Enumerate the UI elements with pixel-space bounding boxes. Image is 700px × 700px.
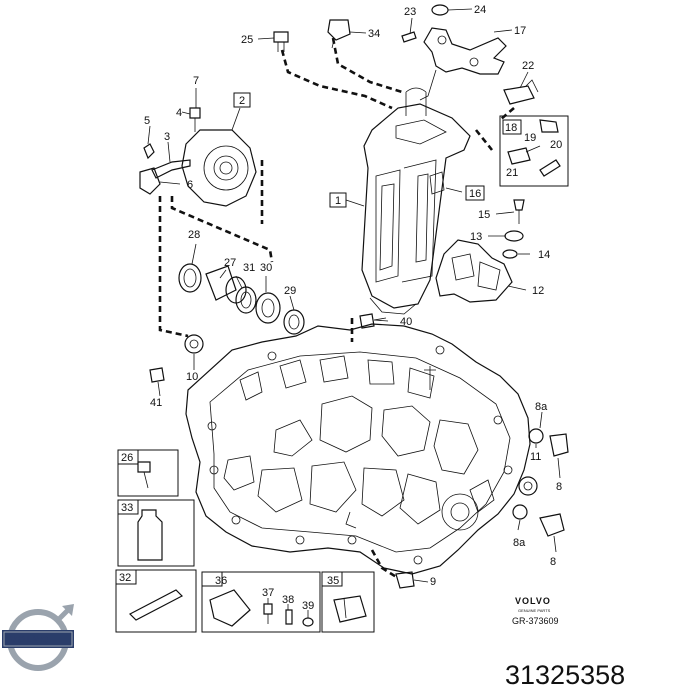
callout-6: 6 xyxy=(187,179,193,191)
callout-16: 16 xyxy=(469,188,481,200)
callout-37: 37 xyxy=(262,587,274,599)
callout-18: 18 xyxy=(505,122,517,134)
callout-26: 26 xyxy=(121,452,133,464)
callout-36: 36 xyxy=(215,575,227,587)
callout-8a-bottom: 8a xyxy=(513,537,526,549)
transmission-housing xyxy=(185,323,531,575)
callout-40: 40 xyxy=(400,316,412,328)
routing-lines xyxy=(158,37,515,580)
callout-8-upper: 8 xyxy=(556,481,562,493)
callout-34: 34 xyxy=(368,28,380,40)
callout-41: 41 xyxy=(150,397,162,409)
callout-1: 1 xyxy=(335,195,341,207)
brand-sub: GENUINE PARTS xyxy=(518,608,551,613)
callout-2: 2 xyxy=(239,95,245,107)
callout-39: 39 xyxy=(302,600,314,612)
shift-tower xyxy=(361,87,471,315)
logo-text: VOLVO xyxy=(10,635,49,646)
parts-plugs xyxy=(395,428,569,589)
parts-rings xyxy=(178,263,305,354)
callout-9: 9 xyxy=(430,576,436,588)
callout-8a-top: 8a xyxy=(535,401,548,413)
callout-35: 35 xyxy=(327,575,339,587)
parts-left-top xyxy=(139,107,257,207)
callout-26-box xyxy=(117,449,139,465)
callout-18-box xyxy=(502,119,522,135)
parts-bolts xyxy=(149,313,387,397)
callout-3: 3 xyxy=(164,131,170,143)
callout-27: 27 xyxy=(224,257,236,269)
callout-32: 32 xyxy=(119,572,131,584)
callout-19: 19 xyxy=(524,132,536,144)
part-number: 31325358 xyxy=(505,660,625,690)
callout-25: 25 xyxy=(241,34,253,46)
callout-2-box xyxy=(233,92,251,108)
callout-33-box xyxy=(117,499,139,515)
callout-labels: 25 34 23 24 17 22 7 4 2 5 3 6 18 19 20 2… xyxy=(115,4,562,612)
callout-28: 28 xyxy=(188,229,200,241)
callout-1-box xyxy=(329,192,347,208)
brand-block: VOLVO GENUINE PARTS GR-373609 xyxy=(512,596,559,626)
callout-10: 10 xyxy=(186,371,198,383)
diagram-code: GR-373609 xyxy=(512,616,559,626)
callout-8-lower: 8 xyxy=(550,556,556,568)
callout-13: 13 xyxy=(470,231,482,243)
callout-36-box xyxy=(201,571,223,587)
leader-lines xyxy=(147,8,561,618)
callout-20: 20 xyxy=(550,139,562,151)
part-17-lever xyxy=(419,27,507,101)
callout-7: 7 xyxy=(193,75,199,87)
callout-22: 22 xyxy=(522,60,534,72)
callout-16-box xyxy=(465,185,485,201)
callout-23: 23 xyxy=(404,6,416,18)
callout-31: 31 xyxy=(243,262,255,274)
callout-15: 15 xyxy=(478,209,490,221)
callout-17: 17 xyxy=(514,25,526,37)
volvo-logo-icon: VOLVO xyxy=(2,604,74,671)
inset-boxes xyxy=(115,449,375,633)
parts-right-mid xyxy=(435,199,525,303)
brand-name: VOLVO xyxy=(515,596,551,606)
callout-33: 33 xyxy=(121,502,133,514)
callout-29: 29 xyxy=(284,285,296,297)
callout-32-box xyxy=(115,569,137,585)
callout-5: 5 xyxy=(144,115,150,127)
callout-4: 4 xyxy=(176,107,182,119)
callout-24: 24 xyxy=(474,4,486,16)
callout-21: 21 xyxy=(506,167,518,179)
callout-38: 38 xyxy=(282,594,294,606)
callout-12: 12 xyxy=(532,285,544,297)
callout-35-box xyxy=(321,571,343,587)
small-parts-top xyxy=(273,4,539,105)
callout-14: 14 xyxy=(538,249,550,261)
callout-11: 11 xyxy=(530,451,541,463)
callout-30: 30 xyxy=(260,262,272,274)
part-18-group xyxy=(499,115,569,187)
